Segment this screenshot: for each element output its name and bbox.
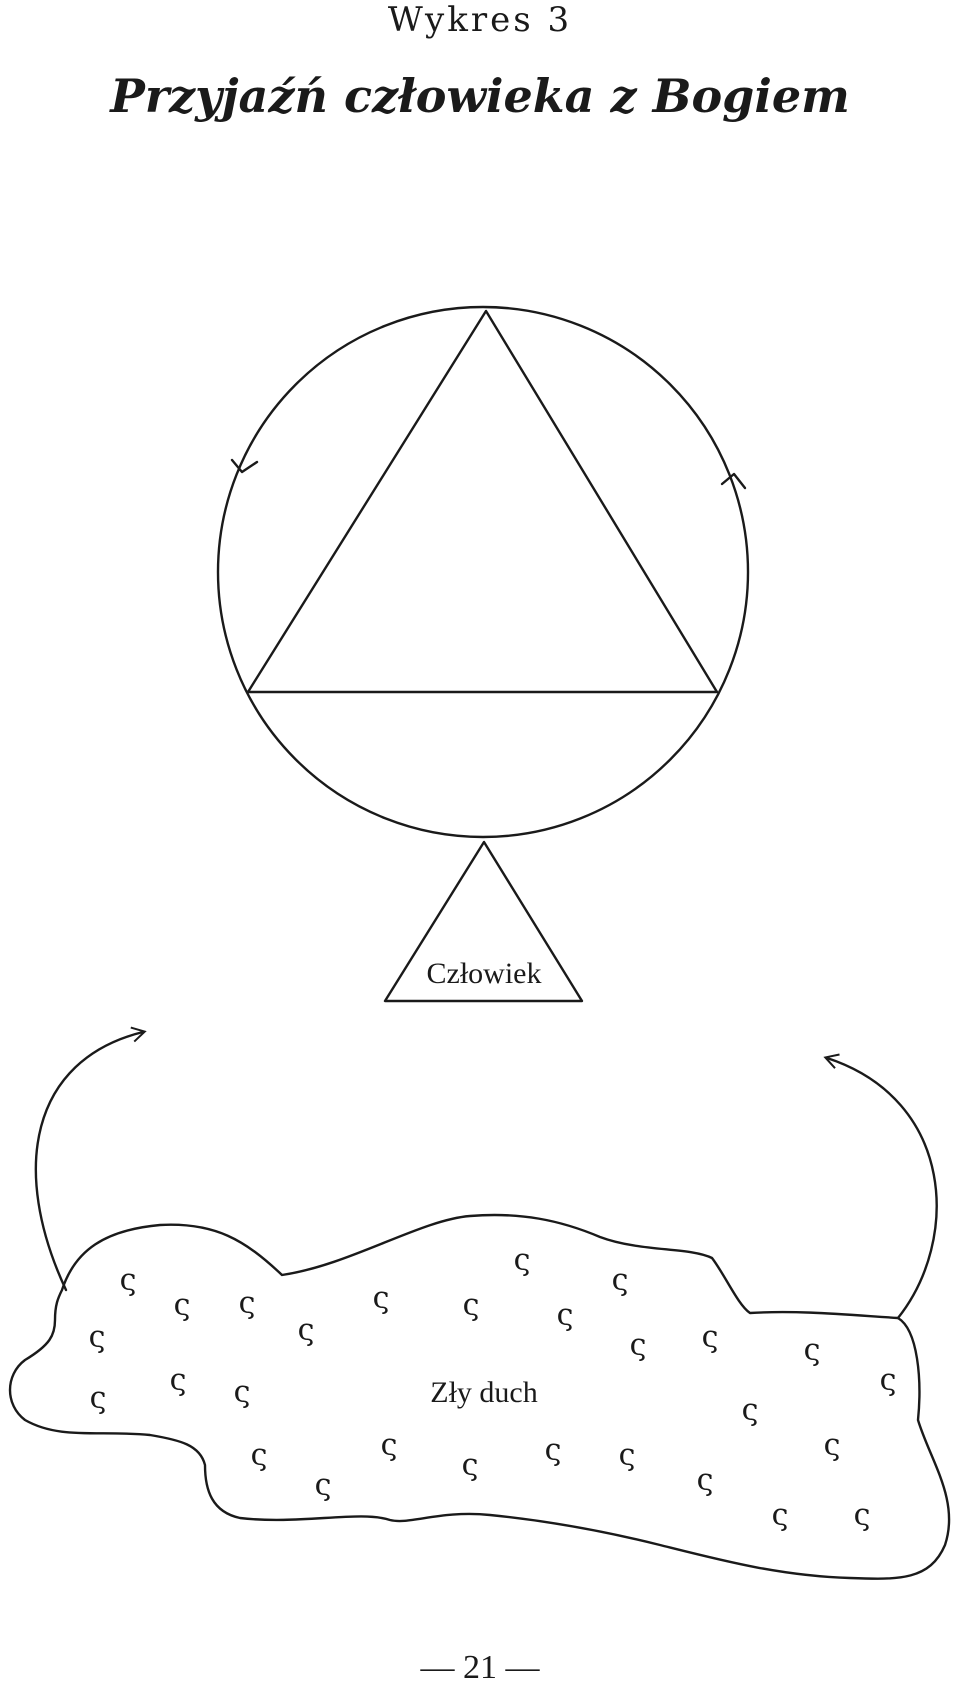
squiggle-mark: ς bbox=[854, 1498, 871, 1533]
left-curved-arrow bbox=[34, 1026, 147, 1292]
squiggle-mark: ς bbox=[170, 1363, 187, 1398]
squiggle-mark: ς bbox=[557, 1298, 574, 1333]
squiggle-mark: ς bbox=[619, 1438, 636, 1473]
squiggle-mark: ς bbox=[239, 1286, 256, 1321]
squiggle-mark: ς bbox=[824, 1428, 841, 1463]
right-curved-arrow bbox=[823, 1053, 938, 1320]
chart-label: Wykres 3 bbox=[387, 0, 573, 40]
squiggle-mark: ς bbox=[381, 1428, 398, 1463]
squiggle-mark: ς bbox=[251, 1438, 268, 1473]
squiggle-mark: ς bbox=[545, 1433, 562, 1468]
squiggle-mark: ς bbox=[90, 1381, 107, 1416]
trinity-triangle bbox=[246, 309, 719, 694]
squiggle-mark: ς bbox=[298, 1313, 315, 1348]
squiggle-mark: ς bbox=[742, 1393, 759, 1428]
squiggle-mark: ς bbox=[234, 1375, 251, 1410]
squiggle-mark: ς bbox=[315, 1468, 332, 1503]
squiggle-mark: ς bbox=[697, 1463, 714, 1498]
squiggle-mark: ς bbox=[702, 1320, 719, 1355]
squiggle-mark: ς bbox=[630, 1328, 647, 1363]
circle-arrow-right bbox=[720, 472, 747, 490]
human-label: Człowiek bbox=[427, 957, 542, 990]
page-number: — 21 — bbox=[420, 1649, 540, 1686]
squiggle-mark: ς bbox=[174, 1288, 191, 1323]
evil-spirit-cloud bbox=[8, 1213, 951, 1580]
squiggle-mark: ς bbox=[462, 1448, 479, 1483]
human-triangle bbox=[383, 840, 584, 1003]
squiggle-mark: ς bbox=[880, 1363, 897, 1398]
squiggle-mark: ς bbox=[514, 1243, 531, 1278]
squiggle-mark: ς bbox=[804, 1333, 821, 1368]
god-circle bbox=[216, 305, 750, 839]
squiggle-mark: ς bbox=[772, 1498, 789, 1533]
squiggle-mark: ς bbox=[612, 1263, 629, 1298]
page-title: Przyjaźń człowieka z Bogiem bbox=[110, 69, 850, 123]
circle-arrow-left bbox=[230, 458, 259, 474]
squiggle-mark: ς bbox=[89, 1320, 106, 1355]
squiggle-mark: ς bbox=[463, 1288, 480, 1323]
squiggle-mark: ς bbox=[120, 1263, 137, 1298]
evil-spirit-label: Zły duch bbox=[430, 1376, 537, 1409]
squiggle-mark: ς bbox=[373, 1281, 390, 1316]
